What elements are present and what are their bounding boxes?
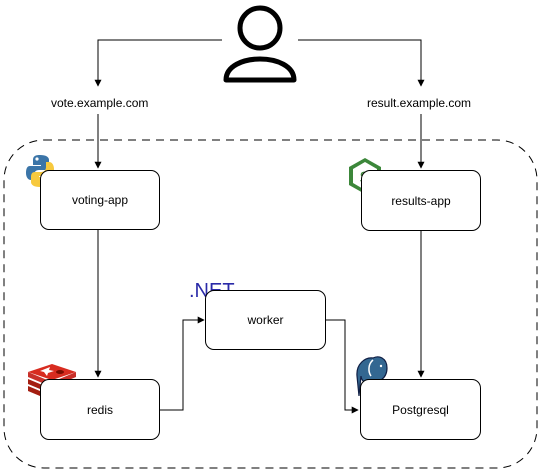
results-app-label: results-app [391, 193, 451, 208]
voting-app-label: voting-app [71, 193, 129, 207]
edge-worker-to-postgres [326, 319, 359, 414]
postgres-label: Postgresql [392, 402, 449, 417]
postgres-node[interactable]: Postgresql [360, 379, 481, 440]
results-app-node[interactable]: results-app [361, 170, 481, 231]
result-url-label: result.example.com [367, 96, 472, 110]
worker-label: worker [247, 313, 284, 327]
redis-node[interactable]: redis [40, 379, 160, 440]
cluster-boundary [3, 139, 538, 469]
vote-url-label: vote.example.com [51, 96, 149, 110]
redis-label: redis [86, 402, 113, 417]
voting-app-node[interactable]: voting-app [40, 170, 160, 230]
edge-redis-to-worker [160, 316, 205, 411]
edge-user-to-result [298, 39, 425, 87]
edge-user-to-vote [94, 39, 222, 87]
user-icon [223, 5, 297, 83]
worker-node[interactable]: worker [205, 290, 326, 350]
